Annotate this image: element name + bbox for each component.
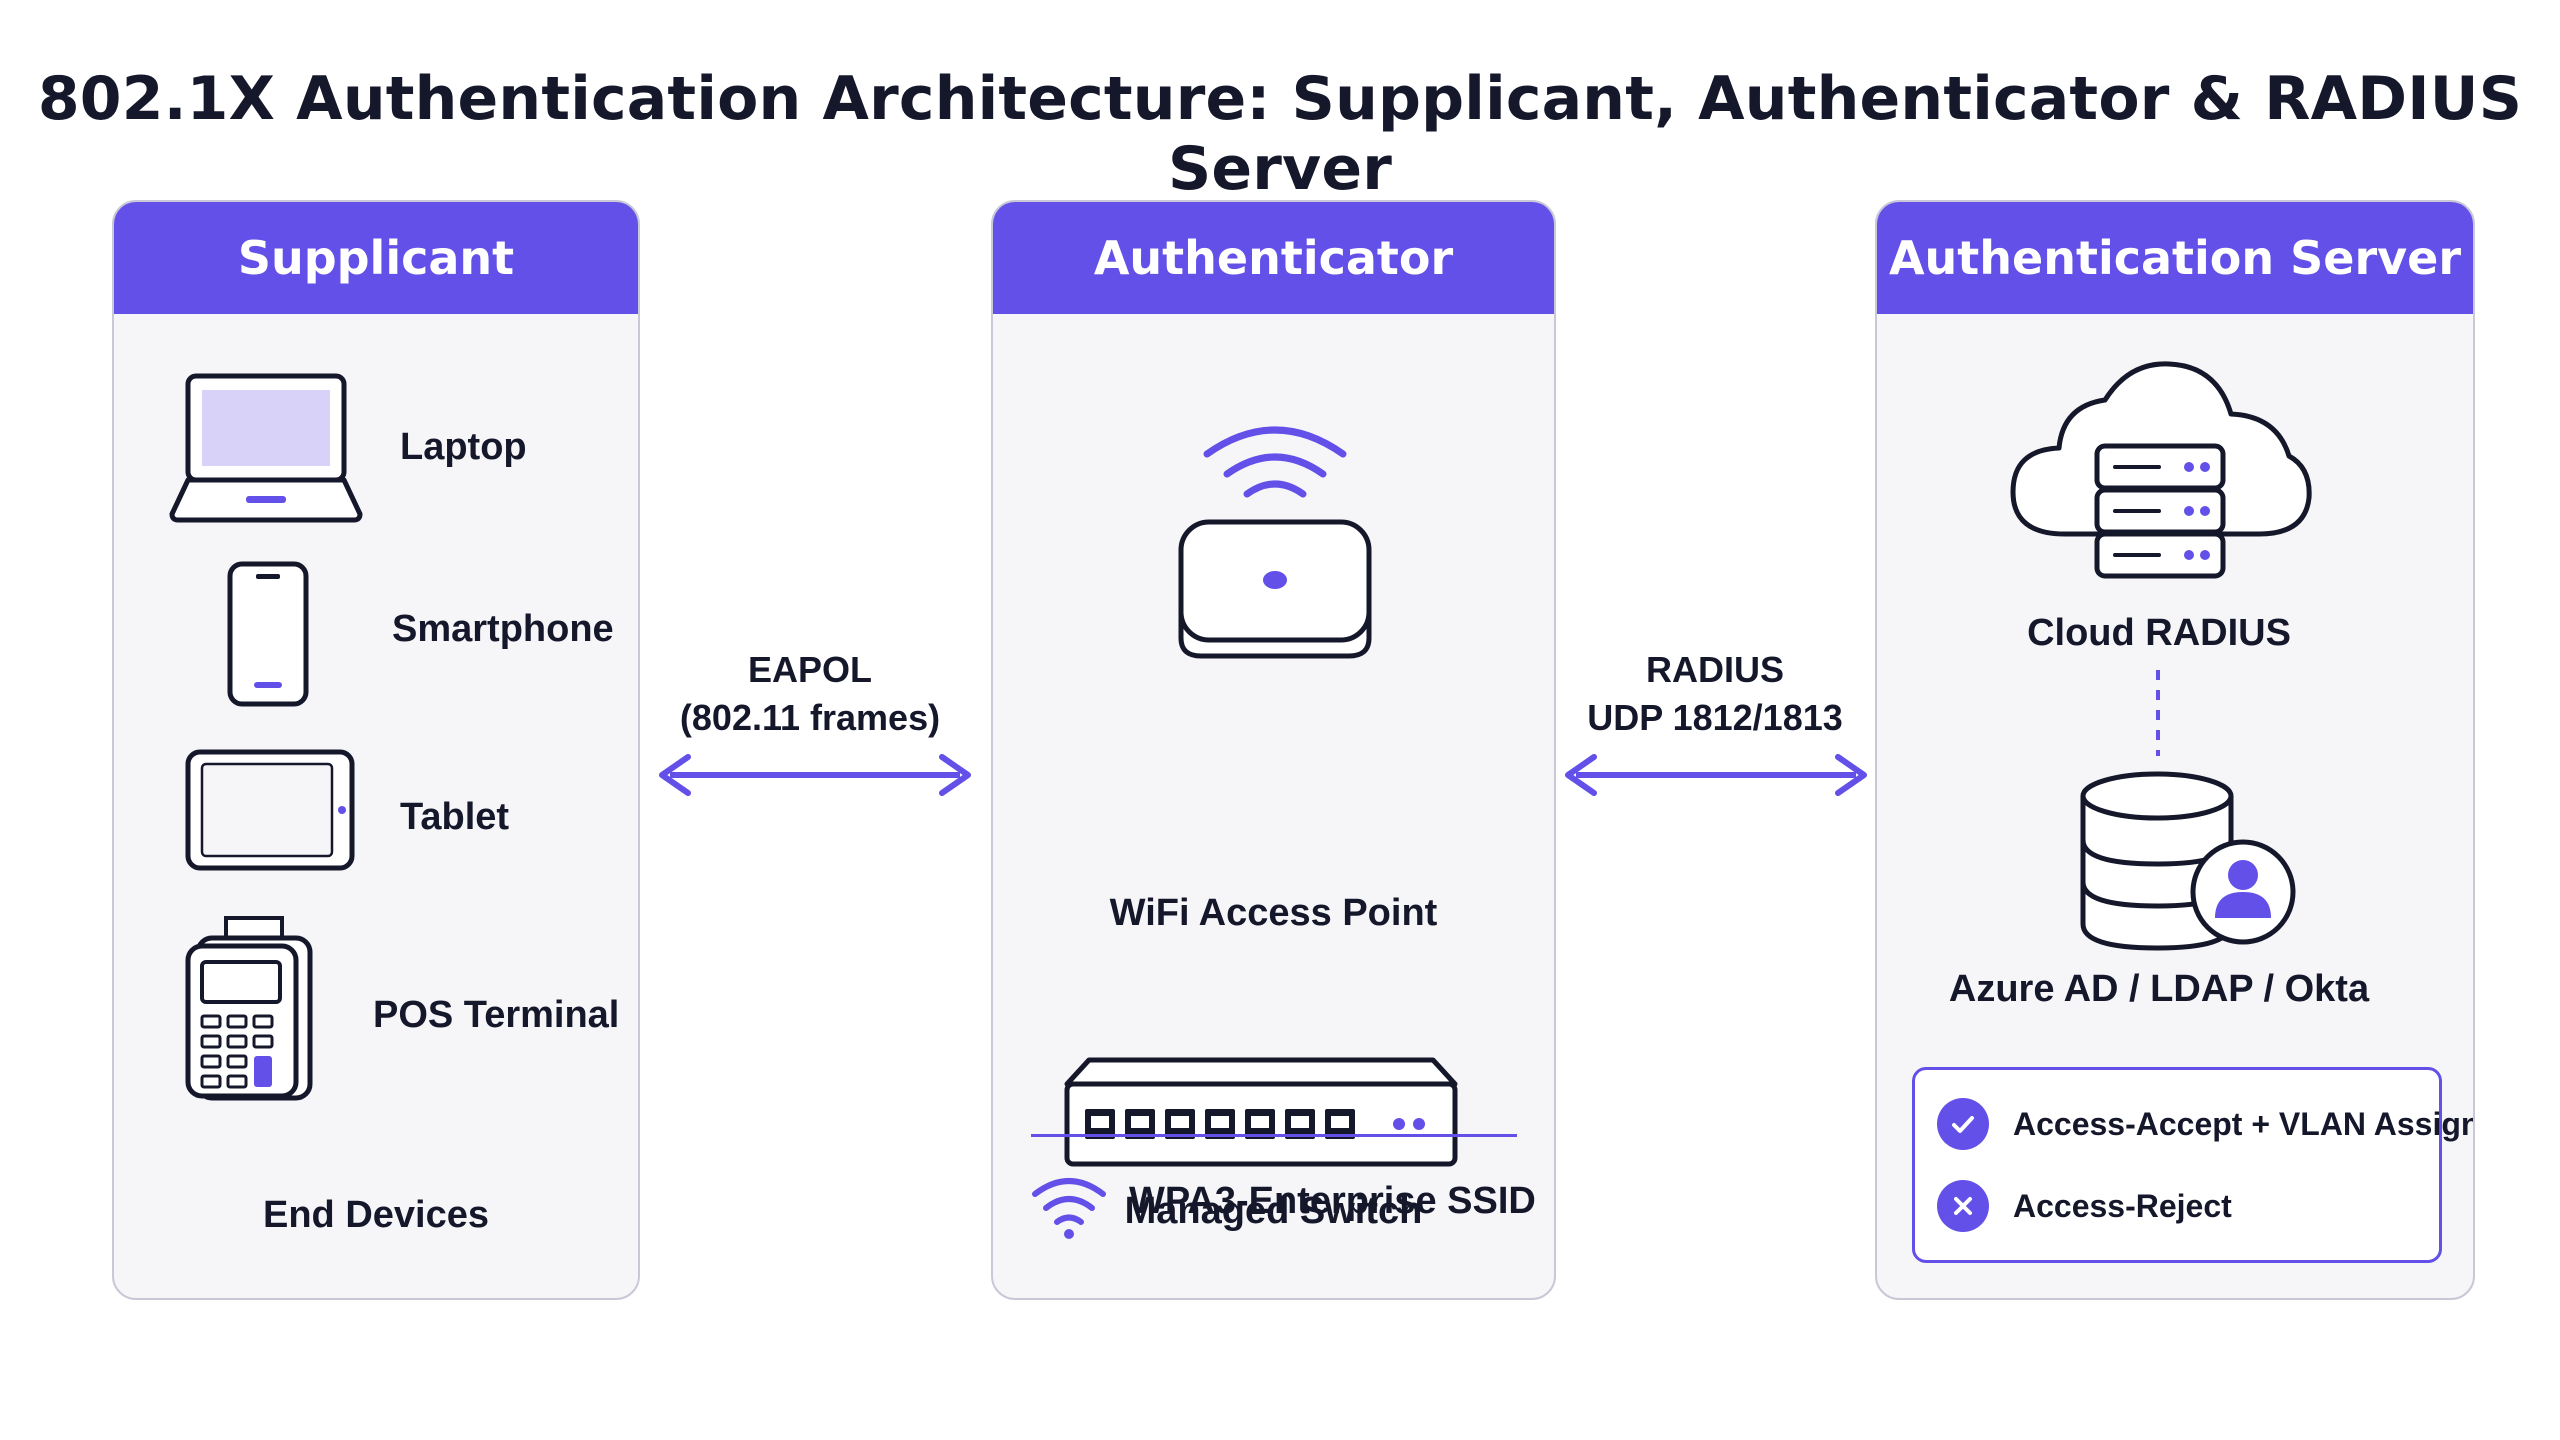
server-panel: Authentication Server Cloud RADIUS [1875, 200, 2475, 1300]
eapol-label: EAPOL (802.11 frames) [660, 646, 960, 742]
radius-ports: UDP 1812/1813 [1587, 697, 1843, 738]
result-access-accept: Access-Accept + VLAN Assignment [1937, 1098, 2473, 1150]
authenticator-panel: Authenticator WiFi Access Point Managed [991, 200, 1556, 1300]
ssid-label: WPA3-Enterprise SSID [1129, 1180, 1536, 1222]
radius-label: RADIUS UDP 1812/1813 [1565, 646, 1865, 742]
cloud-radius-label: Cloud RADIUS [2027, 612, 2291, 654]
eapol-arrow [659, 754, 971, 796]
device-label-smartphone: Smartphone [392, 608, 614, 650]
authenticator-header: Authenticator [993, 202, 1554, 314]
end-devices-label: End Devices [263, 1194, 489, 1236]
device-label-pos-terminal: POS Terminal [373, 994, 620, 1036]
tablet-icon [185, 749, 355, 871]
eapol-protocol: EAPOL [747, 649, 872, 690]
result-access-accept-label: Access-Accept + VLAN Assignment [2013, 1105, 2473, 1142]
radius-protocol: RADIUS [1645, 649, 1784, 690]
managed-switch-icon [1064, 1057, 1458, 1167]
wifi-access-point-icon [1178, 426, 1372, 659]
supplicant-header: Supplicant [114, 202, 638, 314]
auth-result-box: Access-Accept + VLAN Assignment Access-R… [1912, 1067, 2473, 1263]
managed-switch-label: Managed Switch [1124, 1190, 1423, 1232]
cloud-radius-icon [2010, 361, 2312, 579]
eapol-frames: (802.11 frames) [679, 697, 941, 738]
radius-arrow [1565, 754, 1867, 796]
device-label-laptop: Laptop [400, 426, 527, 468]
supplicant-panel: Supplicant Laptop Smartphone Tablet POS [112, 200, 640, 1300]
check-icon [1937, 1098, 1989, 1150]
wifi-icon [1032, 1178, 1106, 1239]
result-access-reject-label: Access-Reject [2013, 1187, 2232, 1224]
x-icon [1937, 1180, 1989, 1232]
server-header: Authentication Server [1877, 202, 2473, 314]
diagram-title: 802.1X Authentication Architecture: Supp… [37, 64, 2523, 204]
result-access-reject: Access-Reject [1937, 1180, 2232, 1232]
laptop-icon [169, 373, 363, 523]
directory-label: Azure AD / LDAP / Okta [1948, 968, 2370, 1010]
dotted-connector [2156, 670, 2160, 756]
access-point-label: WiFi Access Point [1109, 892, 1438, 934]
directory-database-icon [2080, 771, 2296, 951]
pos-terminal-icon [185, 916, 313, 1101]
smartphone-icon [227, 561, 309, 707]
device-label-tablet: Tablet [400, 796, 510, 838]
authenticator-divider [1031, 1134, 1517, 1137]
